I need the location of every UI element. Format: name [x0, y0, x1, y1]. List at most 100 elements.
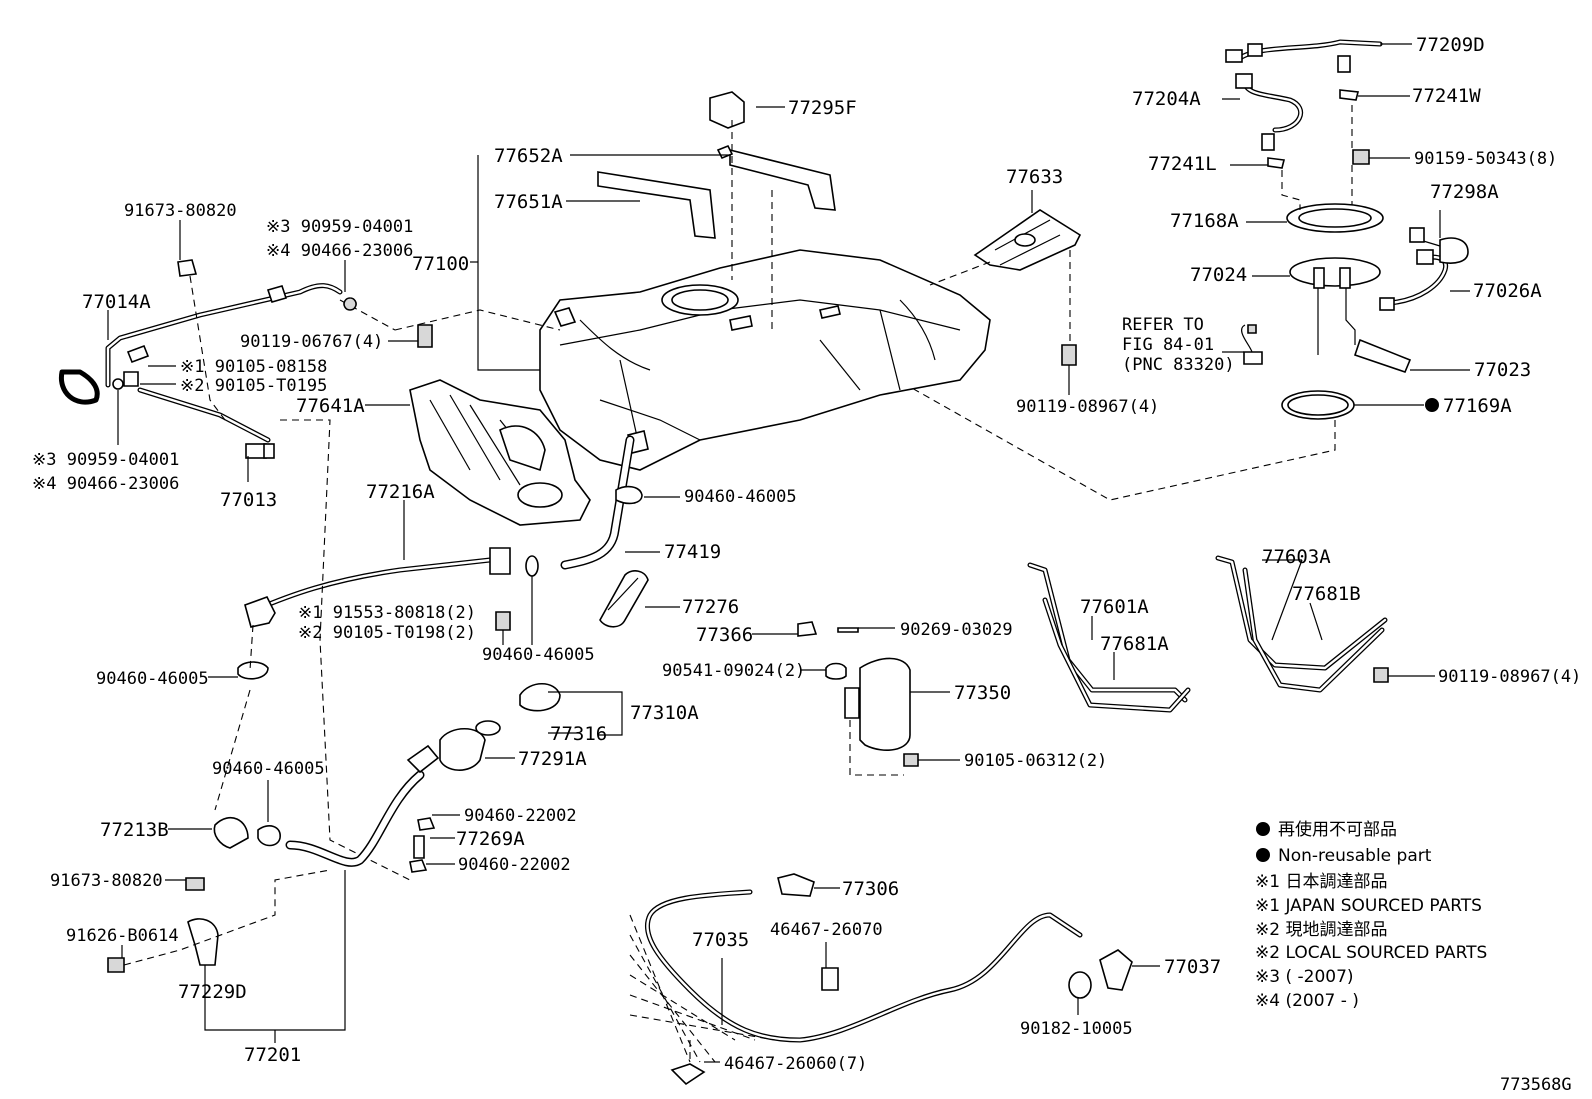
- label-77100: 77100: [412, 253, 469, 275]
- label-77168A: 77168A: [1170, 210, 1239, 232]
- label-m4-90466-b: ※4 90466-23006: [32, 474, 179, 494]
- legend-local-sourced-ja: ※2 現地調達部品: [1255, 920, 1387, 940]
- label-90119-08967-a: 90119-08967(4): [1016, 397, 1159, 417]
- opener-cable-group: [644, 873, 1133, 1086]
- label-77298A: 77298A: [1430, 181, 1499, 203]
- label-m2-90105-T0198: ※2 90105-T0198(2): [298, 623, 476, 643]
- label-90460-46005-b: 90460-46005: [482, 645, 595, 665]
- legend-dot-2: [1256, 848, 1270, 862]
- label-90460-46005-a: 90460-46005: [684, 487, 797, 507]
- label-90182-10005: 90182-10005: [1020, 1019, 1133, 1039]
- sender-gauge-ring-group: [1241, 203, 1469, 420]
- label-77229D: 77229D: [178, 981, 247, 1003]
- label-m4-90466-a: ※4 90466-23006: [266, 241, 413, 261]
- label-77633: 77633: [1006, 166, 1063, 188]
- label-m3-90959-b: ※3 90959-04001: [32, 450, 179, 470]
- label-77316: 77316: [550, 723, 607, 745]
- legend-japan-sourced-ja: ※1 日本調達部品: [1255, 872, 1387, 892]
- label-77601A: 77601A: [1080, 596, 1149, 618]
- label-77641A: 77641A: [296, 395, 365, 417]
- tank-protector-77641A: [409, 379, 591, 526]
- label-77652A: 77652A: [494, 145, 563, 167]
- label-77241L: 77241L: [1148, 153, 1217, 175]
- label-90105-06312: 90105-06312(2): [964, 751, 1107, 771]
- label-77269A: 77269A: [456, 828, 525, 850]
- legend-non-reusable-ja: 再使用不可部品: [1278, 819, 1397, 840]
- label-91626-B0614: 91626-B0614: [66, 926, 179, 946]
- label-77681A: 77681A: [1100, 633, 1169, 655]
- label-90119-06767: 90119-06767(4): [240, 332, 383, 352]
- label-77026A: 77026A: [1473, 280, 1542, 302]
- label-77035: 77035: [692, 929, 749, 951]
- legend-non-reusable-en: Non-reusable part: [1278, 846, 1432, 866]
- label-77276: 77276: [682, 596, 739, 618]
- label-46467-26060: 46467-26060(7): [724, 1054, 867, 1074]
- sender-leader-lines: [879, 43, 1470, 501]
- tank-bands-group: [1027, 555, 1435, 713]
- filler-hose-group: [237, 435, 649, 680]
- label-m1-90105-08158: ※1 90105-08158: [180, 357, 327, 377]
- label-77024: 77024: [1190, 264, 1247, 286]
- label-77291A: 77291A: [518, 748, 587, 770]
- label-77310A: 77310A: [630, 702, 699, 724]
- filler-leader-lines: [208, 419, 680, 881]
- legend-note-4: ※4 (2007 - ): [1255, 991, 1359, 1011]
- diagram-code: 773568G: [1500, 1075, 1572, 1095]
- label-90269-03029: 90269-03029: [900, 620, 1013, 640]
- legend-note-3: ※3 ( -2007): [1255, 967, 1354, 987]
- label-77350: 77350: [954, 682, 1011, 704]
- label-77201: 77201: [244, 1044, 301, 1066]
- label-77023: 77023: [1474, 359, 1531, 381]
- label-90460-46005-c: 90460-46005: [96, 669, 209, 689]
- label-77651A: 77651A: [494, 191, 563, 213]
- label-77037: 77037: [1164, 956, 1221, 978]
- label-90159-50343: 90159-50343(8): [1414, 149, 1557, 169]
- label-77014A: 77014A: [82, 291, 151, 313]
- label-77241W: 77241W: [1412, 85, 1481, 107]
- label-91673-80820-b: 91673-80820: [50, 871, 163, 891]
- label-77204A: 77204A: [1132, 88, 1201, 110]
- label-77366: 77366: [696, 624, 753, 646]
- label-refer-pnc: (PNC 83320): [1122, 355, 1235, 375]
- label-m2-90105-T0195: ※2 90105-T0195: [180, 376, 327, 396]
- filler-pipe-leader-lines: [121, 691, 623, 1043]
- fuel-tank: [539, 249, 991, 471]
- label-77419: 77419: [664, 541, 721, 563]
- label-90119-08967-b: 90119-08967(4): [1438, 667, 1581, 687]
- fuel-lid-group: [797, 621, 919, 767]
- filler-pipe-group: [107, 682, 561, 973]
- label-77013: 77013: [220, 489, 277, 511]
- label-46467-26070: 46467-26070: [770, 920, 883, 940]
- label-77216A: 77216A: [366, 481, 435, 503]
- vent-leader-lines: [107, 220, 346, 482]
- label-m3-90959-a: ※3 90959-04001: [266, 217, 413, 237]
- fuel-lid-leader-lines: [752, 627, 960, 776]
- tank-leader-lines: [339, 106, 1077, 406]
- label-77209D: 77209D: [1416, 34, 1485, 56]
- label-90460-22002-b: 90460-22002: [458, 855, 571, 875]
- vent-tube-group: [58, 259, 357, 459]
- label-refer-fig: FIG 84-01: [1122, 335, 1214, 355]
- label-refer-to: REFER TO: [1122, 315, 1204, 335]
- non-reusable-dot-77169A: [1425, 398, 1439, 412]
- label-77603A: 77603A: [1262, 546, 1331, 568]
- label-77681B: 77681B: [1292, 583, 1361, 605]
- tank-bracket-77633: [973, 209, 1082, 271]
- legend-japan-sourced-en: ※1 JAPAN SOURCED PARTS: [1255, 896, 1482, 916]
- sender-wire-group: [1225, 39, 1383, 169]
- label-m1-91553: ※1 91553-80818(2): [298, 603, 476, 623]
- label-90460-46005-d: 90460-46005: [212, 759, 325, 779]
- label-77306: 77306: [842, 878, 899, 900]
- label-77169A: 77169A: [1443, 395, 1512, 417]
- label-77213B: 77213B: [100, 819, 169, 841]
- opener-leader-lines: [629, 887, 1160, 1063]
- tank-bands-leader-lines: [1091, 559, 1323, 680]
- legend-dot-1: [1256, 822, 1270, 836]
- label-77295F: 77295F: [788, 97, 857, 119]
- label-91673-80820-a: 91673-80820: [124, 201, 237, 221]
- tank-pads: [597, 91, 836, 239]
- legend-local-sourced-en: ※2 LOCAL SOURCED PARTS: [1255, 943, 1487, 963]
- part-labels: 77209D 77204A 77241W 77241L 90159-50343(…: [32, 34, 1581, 1095]
- legend: 再使用不可部品 Non-reusable part ※1 日本調達部品 ※1 J…: [1255, 819, 1487, 1011]
